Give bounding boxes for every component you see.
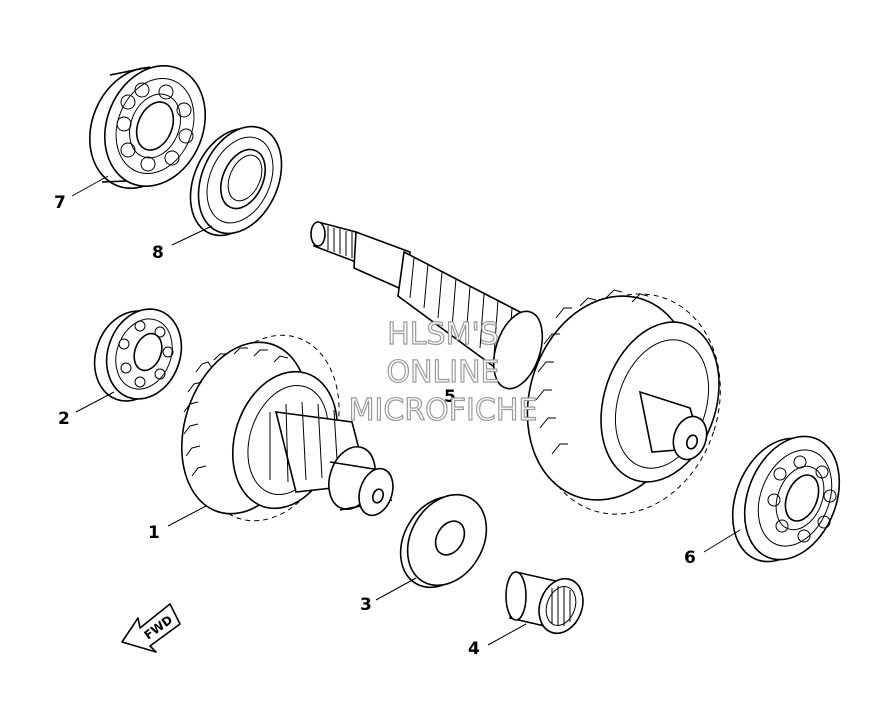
- part-4-needle-bearing[interactable]: [505, 571, 590, 639]
- callout-1: 1: [148, 523, 160, 543]
- part-7-ball-bearing[interactable]: [72, 51, 222, 204]
- callout-2: 2: [58, 409, 70, 429]
- fwd-arrow-icon: FWD: [121, 603, 181, 653]
- part-5-drive-axle[interactable]: [310, 221, 748, 538]
- callout-3: 3: [360, 595, 372, 615]
- callout-7: 7: [54, 193, 66, 213]
- part-8-ball-bearing[interactable]: [175, 113, 298, 248]
- watermark: HLSM'S ONLINE MICROFICHE: [348, 316, 538, 428]
- leader-lines: [71, 175, 741, 646]
- watermark-line-1: HLSM'S: [387, 317, 499, 352]
- watermark-line-3: MICROFICHE: [349, 393, 538, 428]
- watermark-line-2: ONLINE: [386, 355, 499, 390]
- part-6-ball-bearing[interactable]: [715, 422, 857, 576]
- callout-5: 5: [444, 387, 456, 407]
- callout-4: 4: [468, 639, 480, 659]
- part-2-ball-bearing[interactable]: [82, 298, 193, 411]
- part-3-washer[interactable]: [385, 480, 502, 601]
- callout-8: 8: [152, 243, 164, 263]
- callout-6: 6: [684, 548, 696, 568]
- part-1-primary-gear[interactable]: [161, 317, 399, 540]
